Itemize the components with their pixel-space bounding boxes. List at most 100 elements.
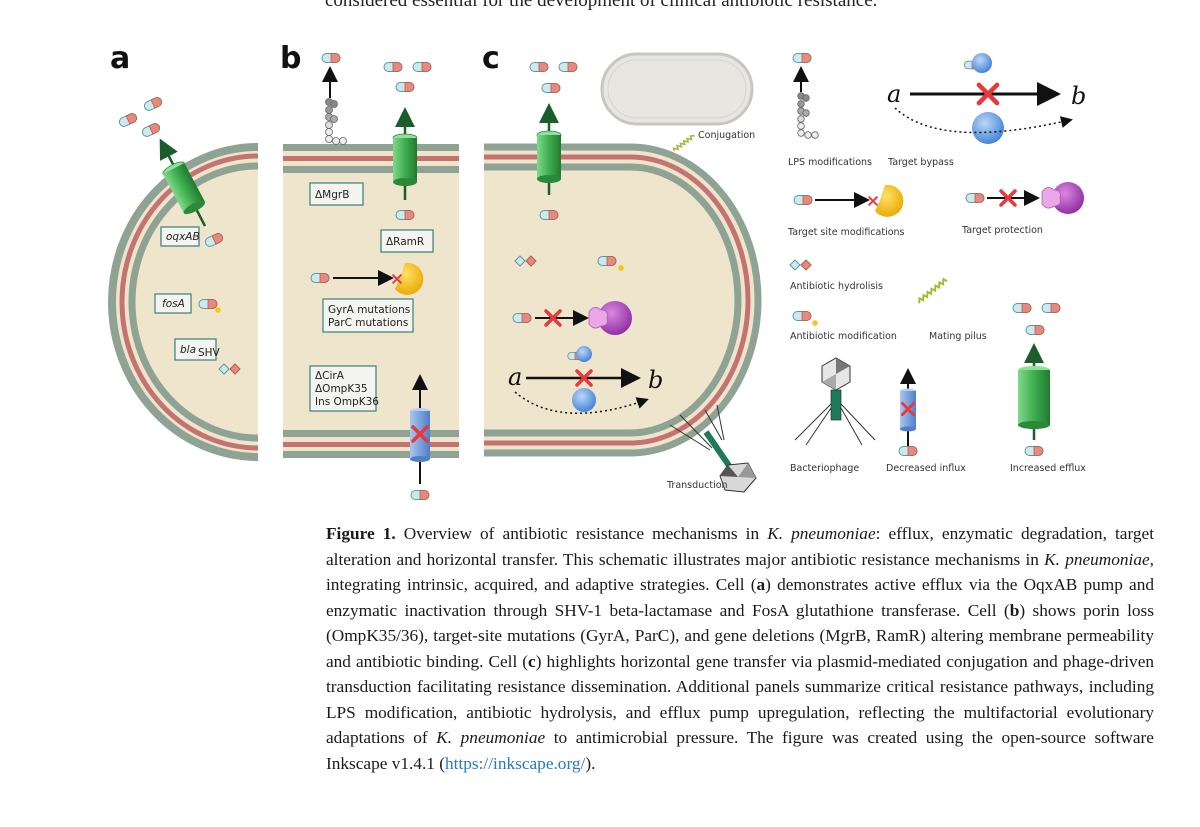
bound-enzyme-icon (576, 346, 592, 362)
cell-ref-c: c (528, 651, 536, 671)
target-protein-icon (598, 301, 632, 335)
caption-text: : efflux, enzymatic degradation, target … (326, 524, 1155, 569)
alternate-target-icon (972, 112, 1004, 144)
antibiotic-pill-icon (383, 62, 403, 72)
antibiotic-modified-pill-icon (198, 299, 218, 309)
gene-box-ramr (380, 229, 434, 253)
conjugation-label: Conjugation (698, 130, 755, 141)
gene-label-fosa: fosA (162, 298, 185, 310)
caption-text: , integrating intrinsic, acquired, and a… (326, 549, 1154, 595)
target-protein-icon (1052, 182, 1084, 214)
antibiotic-pill-icon (412, 62, 432, 72)
antibiotic-pill-icon (792, 53, 812, 63)
target-enzyme-icon (875, 184, 904, 217)
caption-text: ) highlights horizontal gene transfer vi… (326, 651, 1155, 748)
antibiotic-pill-icon (529, 62, 549, 72)
gene-box-blashv (174, 338, 217, 361)
antibiotic-pill-icon (1025, 325, 1045, 335)
gene-box-oqxab (160, 226, 200, 247)
gene-box-mgrb (309, 182, 364, 206)
species-name: K. pneumoniae (1044, 549, 1150, 569)
panel-letter-b: b (280, 41, 301, 76)
legend: LPS modifications a b Target bypass Targ… (787, 53, 1086, 474)
bypass-label-a: a (508, 363, 522, 391)
mating-pilus-icon (672, 134, 695, 152)
antibiotic-pill-icon (793, 195, 813, 205)
lps-chain-icon (325, 98, 347, 145)
efflux-pump-icon (1018, 366, 1050, 429)
alternate-target-icon (572, 388, 596, 412)
caption-text: ) shows porin loss (OmpK35/36), target-s… (326, 600, 1154, 671)
antibiotic-pill-icon (898, 446, 918, 456)
antibiotic-pill-icon (541, 83, 561, 93)
antibiotic-pill-icon (410, 490, 430, 500)
target-enzyme-icon (395, 262, 424, 295)
antibiotic-modified-pill-icon (597, 256, 617, 266)
gene-box-mutations (322, 298, 414, 333)
gene-label-mgrb: ΔMgrB (315, 189, 349, 201)
figure-caption: Figure 1. Overview of antibiotic resista… (326, 521, 1154, 776)
gene-label-cira: ΔCirA (315, 370, 345, 382)
panel-a-cell: oqxAB fosA bla SHV (108, 95, 259, 461)
caption-label: Figure 1. (326, 524, 396, 543)
antibiotic-pill-icon (1024, 446, 1044, 456)
gene-label-ompk36: Ins OmpK36 (315, 396, 379, 408)
bypass-dashed-arrow (894, 107, 1073, 134)
donor-bacterium (600, 52, 754, 126)
panel-letter-a: a (110, 41, 130, 76)
legend-target-protection-label: Target protection (961, 225, 1043, 236)
antibiotic-pill-icon (395, 82, 415, 92)
legend-efflux-label: Increased efflux (1010, 463, 1086, 474)
legend-target-site-label: Target site modifications (787, 227, 905, 238)
efflux-pump-icon (392, 133, 418, 187)
transduction-label: Transduction (666, 480, 728, 491)
panel-c-cell: Conjugation a b (484, 52, 762, 493)
gene-label-shv: SHV (198, 347, 221, 359)
antibiotic-modified-pill-icon (792, 311, 812, 321)
blocked-x-icon (868, 196, 878, 206)
cell-ref-b: b (1009, 600, 1020, 620)
caption-text: Overview of antibiotic resistance mechan… (395, 524, 768, 543)
modification-dot-icon (812, 320, 818, 326)
antibiotic-pill-icon (558, 62, 578, 72)
bypass-label-b: b (648, 366, 663, 394)
antibiotic-pill-icon (1012, 303, 1032, 313)
legend-phage-label: Bacteriophage (790, 463, 859, 474)
bound-enzyme-icon (972, 53, 992, 73)
species-name: K. pneumoniae (436, 728, 546, 747)
legend-hydrolysis-label: Antibiotic hydrolisis (790, 281, 883, 292)
modification-dot-icon (618, 265, 624, 271)
gene-label-ompk35: ΔOmpK35 (315, 383, 368, 395)
bacteriophage-icon (669, 404, 757, 493)
antibiotic-pill-icon (539, 210, 559, 220)
antibiotic-pill-icon (1041, 303, 1061, 313)
gene-box-porins (309, 365, 377, 412)
caption-text: ) demonstrates active efflux via the Oqx… (326, 575, 1155, 620)
modification-dot-icon (215, 307, 221, 313)
legend-bypass-a: a (887, 80, 901, 108)
lps-chain-icon (797, 92, 819, 139)
legend-modification-label: Antibiotic modification (790, 331, 897, 342)
hydrolyzed-antibiotic-icon (789, 259, 812, 271)
legend-pilus-label: Mating pilus (929, 331, 987, 342)
legend-bypass-label: Target bypass (887, 157, 954, 168)
antibiotic-pill-icon (117, 111, 139, 129)
gene-box-fosa (154, 293, 192, 314)
gene-label-oqxab: oqxAB (166, 231, 200, 243)
legend-influx-label: Decreased influx (886, 463, 966, 474)
inkscape-link[interactable]: https://inkscape.org/ (445, 753, 586, 773)
antibiotic-pill-icon (310, 273, 330, 283)
antibiotic-pill-icon (140, 121, 162, 139)
preceding-text-line: considered essential for the development… (325, 0, 878, 11)
caption-text: to antimicrobial pressure. The figure wa… (326, 728, 1154, 773)
mating-pilus-icon (918, 277, 948, 304)
bacteriophage-icon (794, 357, 876, 446)
panel-b-cell: ΔMgrB ΔRamR GyrA mutations ParC mutation… (283, 53, 459, 500)
efflux-pump-icon (536, 130, 562, 184)
protection-protein-icon (1041, 187, 1061, 209)
gene-label-ramr: ΔRamR (386, 236, 424, 248)
protection-protein-icon (588, 307, 608, 329)
antibiotic-pill-icon (142, 95, 164, 113)
cell-ref-a: a (756, 575, 766, 594)
species-name: K. pneumoniae (767, 524, 876, 543)
